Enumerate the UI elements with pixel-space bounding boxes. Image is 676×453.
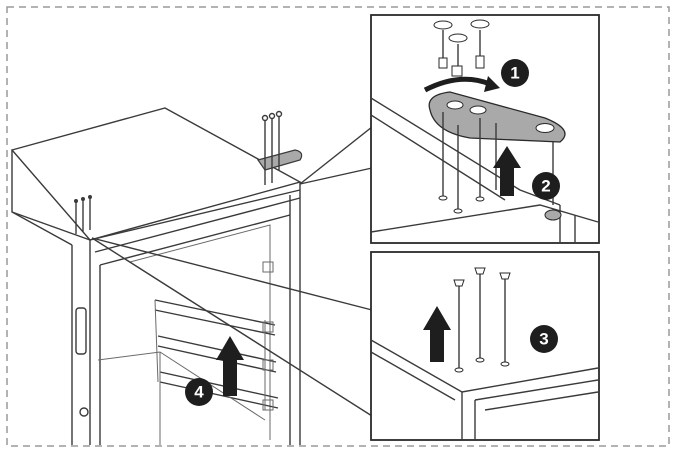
svg-text:3: 3 <box>539 330 548 349</box>
door-handle <box>75 307 87 355</box>
up-arrow-hinge <box>493 146 521 196</box>
cabinet <box>10 107 302 445</box>
step-badge-4: 4 <box>185 378 213 406</box>
svg-text:4: 4 <box>194 383 204 402</box>
step-badge-1: 1 <box>501 59 529 87</box>
cabinet-left-screws <box>74 195 92 234</box>
up-arrow-screws <box>423 306 451 362</box>
rotate-arrow-head <box>484 76 500 92</box>
door-lock <box>79 407 89 417</box>
svg-text:1: 1 <box>510 64 519 83</box>
up-arrow-shelf <box>216 336 244 396</box>
rotate-arrow <box>423 76 491 93</box>
cabinet-top-hinge <box>257 110 303 185</box>
svg-text:2: 2 <box>541 177 550 196</box>
detail-box-hinge <box>370 14 600 244</box>
dashed-frame <box>6 6 670 447</box>
detail-box-screws <box>370 251 600 441</box>
callout-lines <box>91 126 373 417</box>
step-badge-3: 3 <box>530 325 558 353</box>
step-badge-2: 2 <box>532 172 560 200</box>
